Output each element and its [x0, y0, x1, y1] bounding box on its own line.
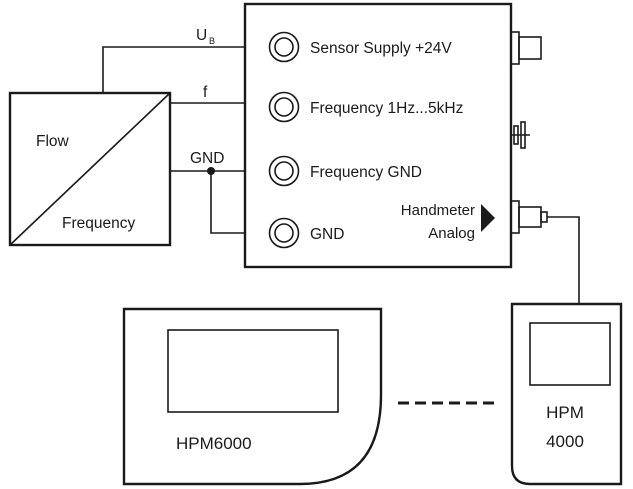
ground-junction-dot	[207, 167, 215, 175]
ground-wire-label: GND	[190, 150, 224, 167]
terminal-gnd[interactable]: GND	[268, 217, 345, 249]
hpm6000-device: HPM6000	[122, 307, 383, 486]
converter-output-label: Frequency	[62, 215, 135, 232]
converter-diagonal	[9, 92, 171, 246]
wiring	[102, 46, 268, 234]
supply-voltage-label: U	[196, 27, 207, 44]
frequency-signal-label: f	[203, 84, 208, 101]
supply-wire	[102, 46, 268, 92]
power-connector[interactable]	[510, 31, 542, 65]
terminal-label: Frequency 1Hz...5kHz	[310, 100, 463, 117]
terminal-label: Frequency GND	[310, 164, 422, 181]
socket-outer-ring	[268, 91, 300, 123]
supply-voltage-subscript: B	[209, 36, 215, 46]
socket-outer-ring	[268, 217, 300, 249]
hpm6000-screen	[167, 329, 339, 413]
socket-outer-ring	[268, 155, 300, 187]
ground-screw-icon	[511, 121, 530, 149]
socket-inner-ring	[274, 97, 294, 117]
socket-inner-ring	[274, 37, 294, 57]
terminal-label: Sensor Supply +24V	[310, 40, 452, 57]
socket-inner-ring	[274, 161, 294, 181]
terminal-frequency[interactable]: Frequency 1Hz...5kHz	[268, 91, 464, 123]
handmeter-output-label-line1: Handmeter	[401, 202, 475, 219]
hpm4000-device: HPM 4000	[510, 302, 623, 486]
socket-outer-ring	[268, 31, 300, 63]
terminal-label: GND	[310, 226, 344, 243]
handmeter-cable	[547, 216, 580, 304]
terminal-sensor-supply[interactable]: Sensor Supply +24V	[268, 31, 453, 63]
hpm4000-label-line1: HPM	[546, 403, 584, 422]
output-arrow-icon	[481, 204, 495, 232]
flow-frequency-converter: Flow Frequency	[8, 91, 172, 247]
adapter-module: Sensor Supply +24V Frequency 1Hz...5kHz …	[243, 2, 513, 269]
hpm4000-screen	[529, 322, 611, 386]
hpm6000-label: HPM6000	[176, 434, 252, 453]
handmeter-output-label-line2: Analog	[428, 225, 475, 242]
hpm4000-label-line2: 4000	[546, 432, 584, 451]
terminal-frequency-gnd[interactable]: Frequency GND	[268, 155, 422, 187]
socket-inner-ring	[274, 223, 294, 243]
handmeter-connector[interactable]	[510, 200, 548, 234]
converter-input-label: Flow	[36, 133, 70, 150]
